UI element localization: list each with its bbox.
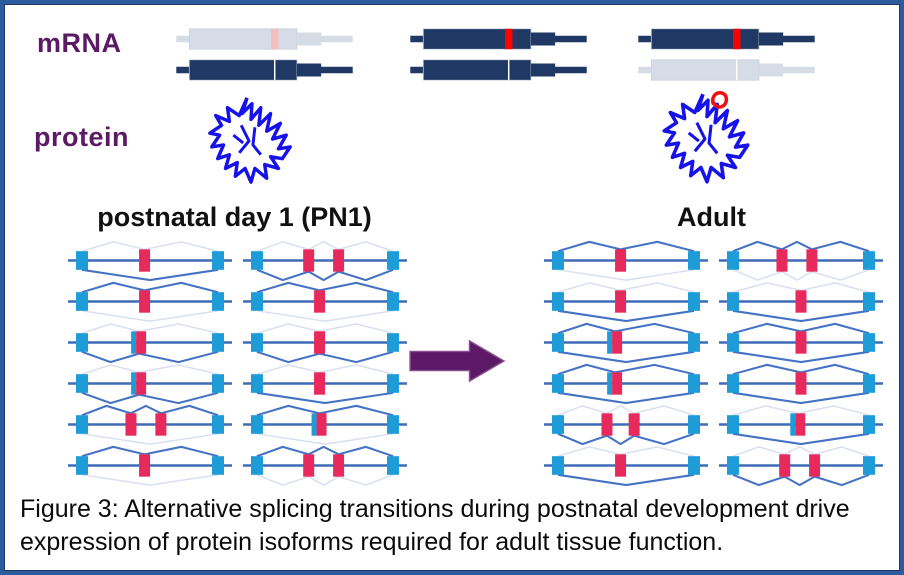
splicing-unit — [243, 445, 407, 486]
splicing-unit — [719, 240, 883, 281]
mrna-pair-right — [634, 26, 819, 83]
right-arrow-icon — [409, 339, 506, 383]
splicing-unit — [719, 446, 883, 486]
splicing-grid-adult — [542, 240, 885, 486]
splicing-unit — [544, 363, 708, 404]
splicing-unit — [544, 404, 708, 445]
mrna-transcript — [410, 59, 587, 81]
splicing-unit — [68, 241, 232, 281]
protein-structure-adult — [650, 88, 762, 195]
splicing-unit — [68, 281, 232, 322]
mrna-row-label: mRNA — [37, 28, 122, 58]
splicing-unit — [243, 404, 407, 445]
splicing-unit — [544, 322, 708, 363]
mrna-pair-left — [172, 26, 357, 83]
splicing-unit — [243, 323, 407, 363]
transition-arrow — [408, 338, 508, 389]
header-adult: Adult — [677, 202, 746, 232]
splicing-unit — [68, 323, 232, 363]
mrna-pair-middle — [406, 26, 591, 83]
protein-row-label: protein — [34, 122, 129, 152]
splicing-unit — [719, 405, 883, 445]
mrna-transcript — [176, 59, 353, 81]
splicing-unit — [243, 281, 407, 322]
splicing-unit — [68, 364, 232, 404]
splicing-unit — [544, 240, 708, 281]
figure-caption: Figure 3: Alternative splicing transitio… — [20, 495, 850, 556]
protein-scribble-icon — [208, 97, 292, 184]
splicing-unit — [544, 282, 708, 322]
splicing-unit — [719, 282, 883, 322]
header-pn1: postnatal day 1 (PN1) — [97, 202, 372, 232]
mrna-transcript — [410, 28, 587, 50]
mrna-transcript — [176, 28, 353, 50]
splicing-unit — [719, 322, 883, 363]
mrna-transcript — [638, 28, 815, 50]
splicing-unit — [243, 241, 407, 281]
protein-structure-pn1 — [196, 92, 304, 195]
splicing-grid-pn1 — [66, 240, 409, 486]
splicing-unit — [243, 364, 407, 404]
protein-scribble-red-loop-icon — [662, 91, 750, 184]
splicing-unit — [544, 446, 708, 486]
splicing-unit — [719, 363, 883, 404]
splicing-unit — [68, 445, 232, 486]
splicing-unit — [68, 404, 232, 445]
mrna-transcript — [638, 59, 815, 81]
